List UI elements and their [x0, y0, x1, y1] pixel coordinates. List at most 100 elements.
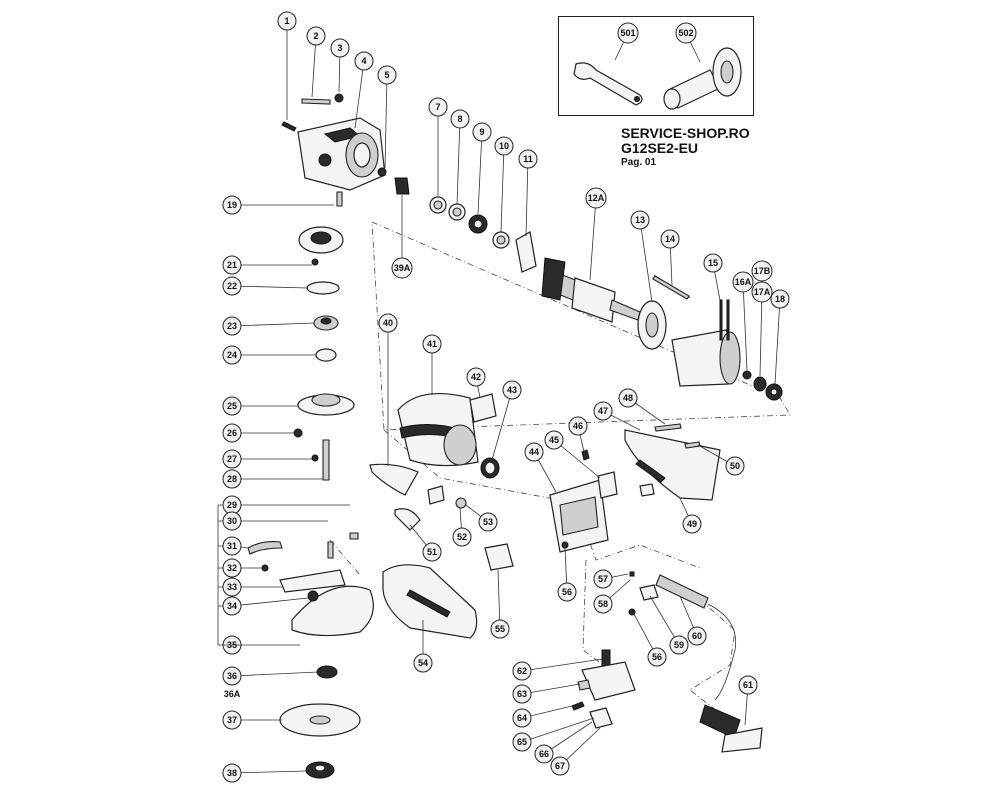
part-callout-38: 38 [222, 763, 242, 783]
leader-line [500, 145, 505, 233]
spanner-501 [573, 62, 643, 106]
leader-line [521, 683, 581, 695]
callout-number: 50 [730, 461, 740, 471]
part-callout-30: 30 [222, 511, 242, 531]
callout-number: 11 [523, 154, 533, 164]
part-callout-51: 51 [422, 542, 442, 562]
callout-number: 54 [418, 658, 428, 668]
callout-circle [660, 229, 680, 249]
callout-circle [593, 594, 613, 614]
handle-47 [624, 423, 721, 501]
part-callout-36A: 36A [224, 689, 241, 699]
part-callout-8: 8 [450, 109, 470, 129]
callout-circle [494, 136, 514, 156]
shop-title: SERVICE-SHOP.RO [621, 125, 750, 141]
stator [671, 299, 783, 401]
leader-line [231, 597, 309, 607]
fan-guide [637, 274, 691, 350]
callout-circle [669, 635, 689, 655]
callout-number: 38 [227, 768, 237, 778]
gear-housing [297, 117, 386, 191]
callout-number: 19 [227, 200, 237, 210]
part-callout-13: 13 [630, 210, 650, 230]
callout-circle [222, 763, 242, 783]
callout-circle [524, 442, 544, 462]
part-callout-29: 29 [222, 495, 242, 515]
callout-circle [770, 289, 790, 309]
part-callout-2: 2 [306, 26, 326, 46]
callout-circle [222, 469, 242, 489]
callout-circle [502, 380, 522, 400]
part-callout-58: 58 [593, 594, 613, 614]
callout-circle [512, 732, 532, 752]
callout-number: 56 [652, 652, 662, 662]
callout-number: 25 [227, 401, 237, 411]
leader-line [521, 717, 595, 743]
callout-number: 18 [775, 294, 785, 304]
callout-number: 65 [517, 737, 527, 747]
callout-number: 13 [635, 215, 645, 225]
callout-number: 53 [483, 517, 493, 527]
leader-line [231, 770, 307, 774]
callout-number: 67 [555, 761, 565, 771]
part-callout-64: 64 [512, 708, 532, 728]
part-callout-34: 34 [222, 596, 242, 616]
part-callout-47: 47 [593, 401, 613, 421]
part-callout-17A: 17A [751, 281, 773, 303]
callout-number: 43 [507, 385, 517, 395]
leader-line [231, 285, 309, 289]
callout-number: 28 [227, 474, 237, 484]
callout-circle [675, 22, 697, 44]
callout-number: 8 [457, 114, 462, 124]
callout-number: 501 [620, 28, 635, 38]
leader-line [589, 197, 597, 281]
callout-circle [512, 684, 532, 704]
part-callout-46: 46 [568, 416, 588, 436]
callout-layer: 12345789101112A13141516A17B17A181939A212… [217, 11, 790, 783]
callout-number: 24 [227, 350, 237, 360]
part-callout-53: 53 [478, 512, 498, 532]
callout-number: 21 [227, 260, 237, 270]
callout-circle [306, 26, 326, 46]
leader-line [231, 322, 315, 327]
callout-number: 36 [227, 671, 237, 681]
callout-number: 57 [598, 574, 608, 584]
callout-circle [222, 423, 242, 443]
part-callout-16A: 16A [732, 271, 754, 293]
callout-number: 27 [227, 454, 237, 464]
part-callout-50: 50 [725, 456, 745, 476]
callout-circle [490, 619, 510, 639]
callout-number: 5 [384, 70, 389, 80]
callout-circle [478, 512, 498, 532]
part-callout-1: 1 [277, 11, 297, 31]
leader-line [231, 671, 319, 677]
callout-circle [472, 122, 492, 142]
part-callout-45: 45 [544, 430, 564, 450]
callout-number: 31 [227, 541, 237, 551]
callout-circle [222, 345, 242, 365]
callout-number: 33 [227, 582, 237, 592]
part-callout-9: 9 [472, 122, 492, 142]
guard-group-bracket [217, 504, 300, 646]
part-callout-66: 66 [534, 744, 554, 764]
callout-circle [682, 514, 702, 534]
part-callout-10: 10 [494, 136, 514, 156]
part-callout-37: 37 [222, 710, 242, 730]
callout-circle [703, 253, 723, 273]
leader-line [477, 131, 483, 215]
callout-number: 66 [539, 749, 549, 759]
part-callout-42: 42 [466, 367, 486, 387]
leader-line [456, 118, 461, 205]
callout-circle [422, 334, 442, 354]
callout-circle [450, 109, 470, 129]
part-callout-23: 23 [222, 316, 242, 336]
part-callout-40: 40 [378, 313, 398, 333]
page-number: Pag. 01 [621, 157, 657, 168]
callout-number: 17A [754, 287, 771, 297]
callout-number: 45 [549, 435, 559, 445]
callout-number: 63 [517, 689, 527, 699]
leader-line [311, 35, 317, 98]
callout-circle [466, 367, 486, 387]
callout-number: 4 [361, 56, 366, 66]
part-callout-56: 56 [647, 647, 667, 667]
